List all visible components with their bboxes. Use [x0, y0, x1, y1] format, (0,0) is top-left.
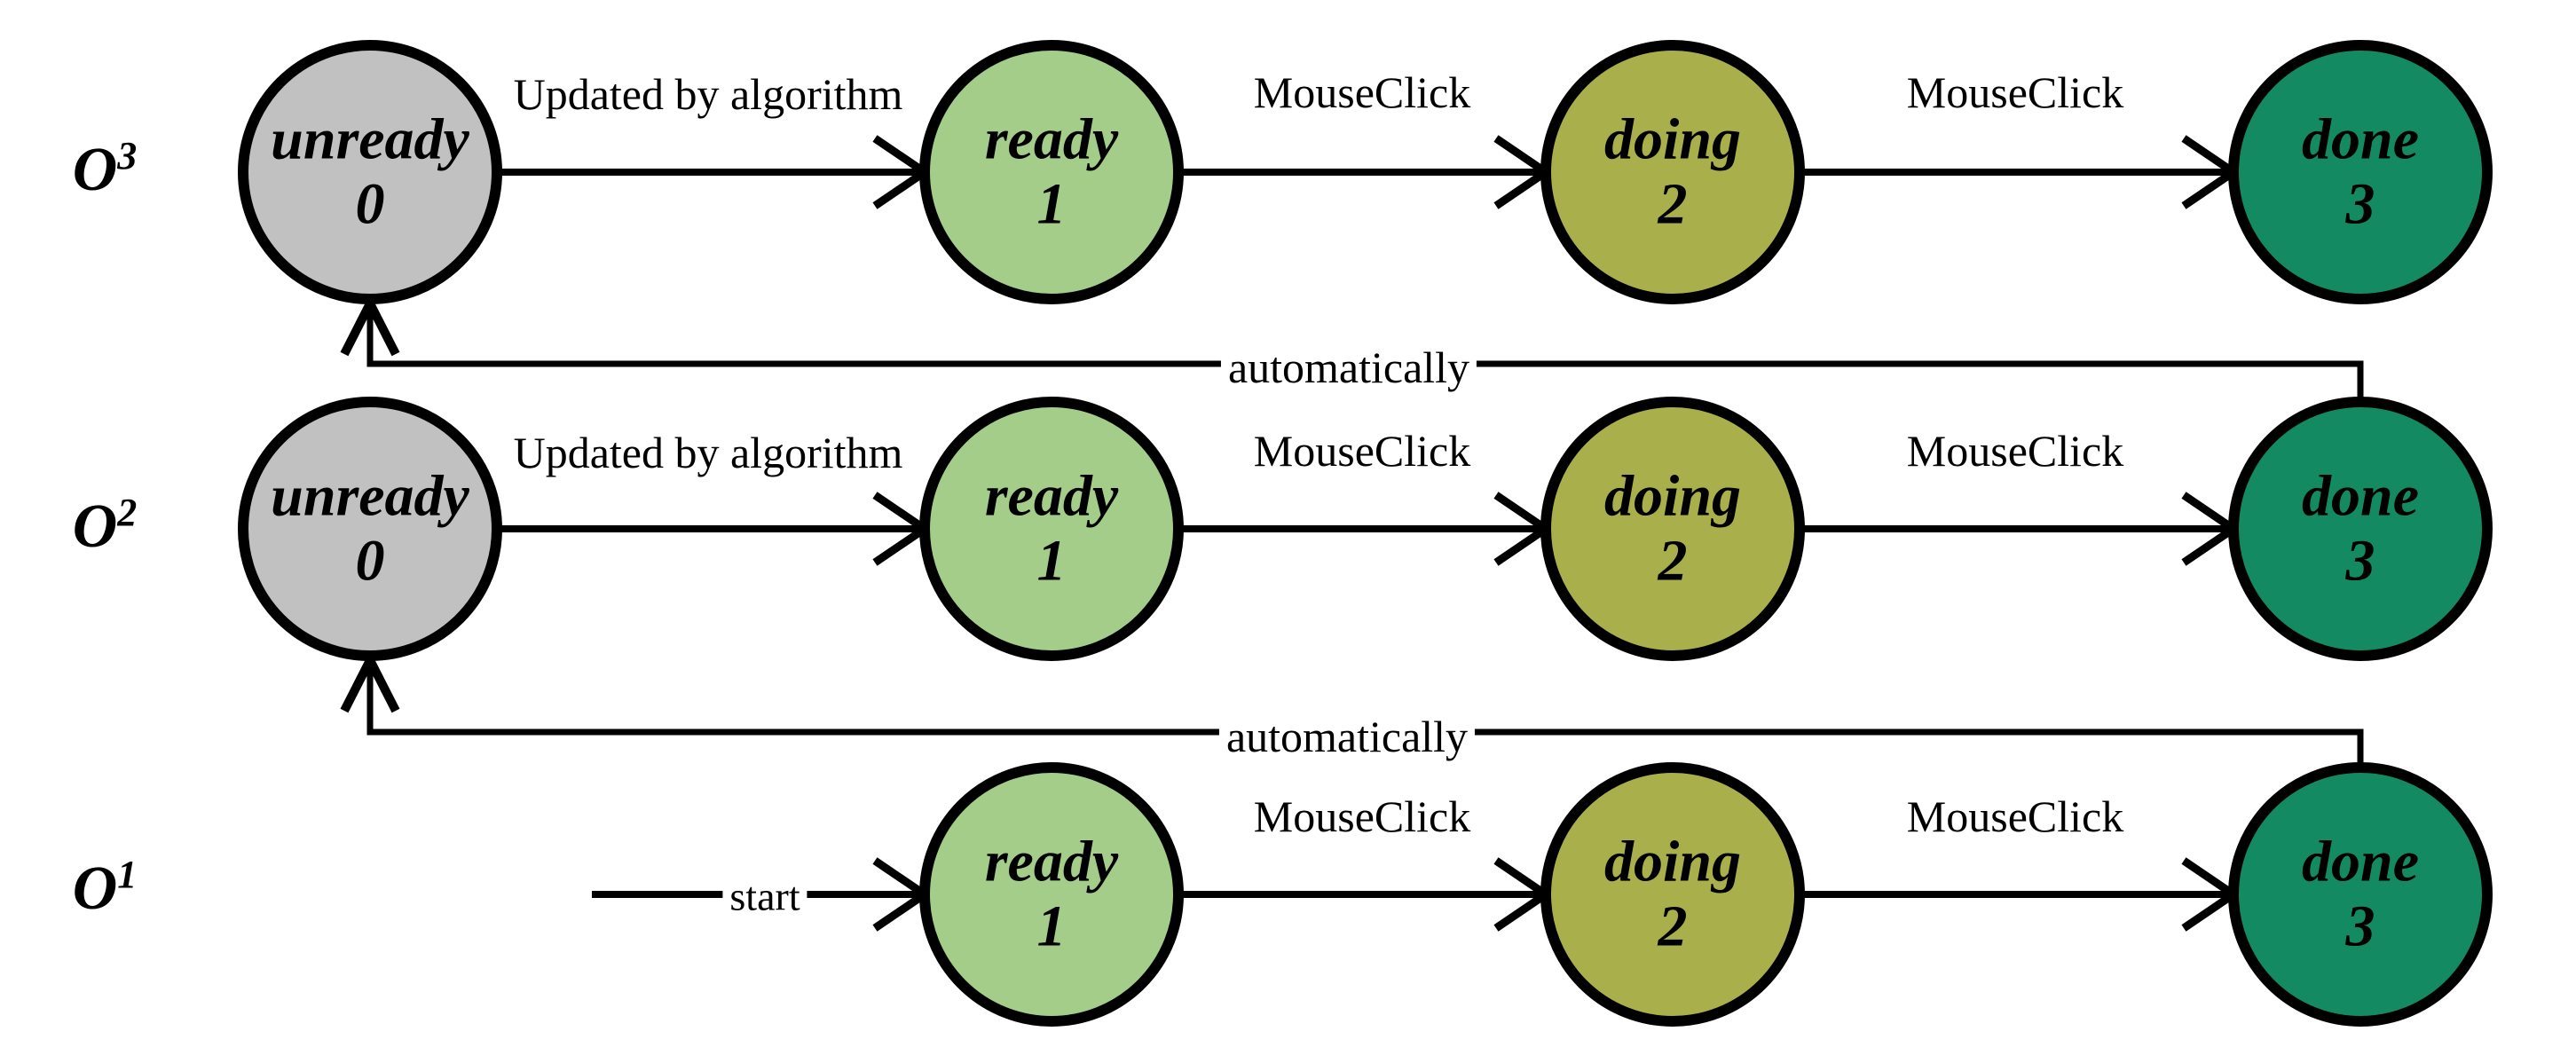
state-number-label: 1: [1036, 171, 1067, 236]
state-circle-o2-done: [2228, 397, 2493, 661]
state-text-o2-ready: ready 1: [985, 464, 1118, 593]
state-name-label: ready: [984, 106, 1119, 172]
state-text-o3-doing: doing 2: [1604, 107, 1741, 236]
state-name-label: doing: [1603, 106, 1742, 172]
transition-label-mouseclick: MouseClick: [1253, 791, 1471, 841]
state-text-o1-doing: doing 2: [1604, 830, 1741, 958]
transition-label-mouseclick: MouseClick: [1906, 67, 2124, 117]
state-text-o2-unready: unready 0: [271, 464, 469, 593]
state-text-o2-done: done 3: [2302, 464, 2419, 593]
state-text-o3-done: done 3: [2302, 107, 2419, 236]
feedback-label-automatically: automatically: [1218, 711, 1476, 762]
diagram-strokes: [238, 40, 2493, 1027]
row-label-base: O: [72, 854, 118, 923]
state-circle-o1-ready: [919, 762, 1184, 1027]
row-label-base: O: [72, 136, 118, 204]
state-number-label: 3: [2345, 528, 2375, 593]
state-name-label: doing: [1603, 829, 1742, 894]
state-number-label: 3: [2345, 894, 2375, 958]
row-label-o3: O3: [72, 133, 138, 206]
state-name-label: ready: [984, 829, 1119, 894]
state-name-label: done: [2302, 463, 2419, 529]
start-label: start: [722, 872, 807, 920]
transition-label-mouseclick: MouseClick: [1906, 791, 2124, 841]
state-name-label: unready: [271, 106, 469, 172]
transition-label-mouseclick: MouseClick: [1253, 426, 1471, 476]
state-text-o2-doing: doing 2: [1604, 464, 1741, 593]
state-circle-o2-unready: [238, 397, 502, 661]
state-number-label: 3: [2345, 171, 2375, 236]
state-number-label: 0: [355, 528, 385, 593]
state-text-o1-done: done 3: [2302, 830, 2419, 958]
state-number-label: 1: [1036, 528, 1067, 593]
state-text-o3-ready: ready 1: [985, 107, 1118, 236]
state-name-label: ready: [984, 463, 1119, 529]
transition-label-updated-by-algorithm: Updated by algorithm: [513, 69, 903, 119]
transition-label-updated-by-algorithm: Updated by algorithm: [513, 428, 903, 477]
state-circle-o3-unready: [238, 40, 502, 304]
row-label-o1: O1: [72, 852, 138, 925]
state-number-label: 0: [355, 171, 385, 236]
state-circle-o2-ready: [919, 397, 1184, 661]
state-circle-o2-doing: [1540, 397, 1805, 661]
state-circle-o3-ready: [919, 40, 1184, 304]
state-text-o3-unready: unready 0: [271, 107, 469, 236]
state-number-label: 2: [1658, 528, 1688, 593]
state-text-o1-ready: ready 1: [985, 830, 1118, 958]
state-name-label: done: [2302, 106, 2419, 172]
state-name-label: unready: [271, 463, 469, 529]
state-number-label: 2: [1658, 894, 1688, 958]
feedback-label-automatically: automatically: [1220, 342, 1477, 393]
state-name-label: done: [2302, 829, 2419, 894]
transition-label-mouseclick: MouseClick: [1253, 67, 1471, 117]
state-name-label: doing: [1603, 463, 1742, 529]
state-circle-o3-doing: [1540, 40, 1805, 304]
row-label-superscript: 3: [117, 133, 138, 177]
row-label-o2: O2: [72, 490, 138, 563]
state-circle-o1-done: [2228, 762, 2493, 1027]
state-number-label: 1: [1036, 894, 1067, 958]
row-label-superscript: 1: [117, 852, 138, 896]
state-number-label: 2: [1658, 171, 1688, 236]
row-label-superscript: 2: [117, 490, 138, 534]
state-circle-o1-doing: [1540, 762, 1805, 1027]
row-label-base: O: [72, 492, 118, 561]
transition-label-mouseclick: MouseClick: [1906, 426, 2124, 476]
state-circle-o3-done: [2228, 40, 2493, 304]
